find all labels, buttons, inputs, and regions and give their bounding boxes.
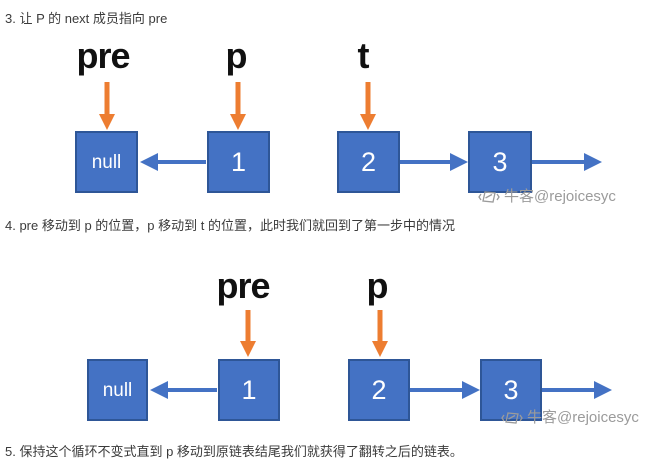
pointer-label-t-1: t bbox=[357, 35, 370, 76]
node-2-2: 2 bbox=[348, 359, 410, 421]
p-pointer-arrow-1 bbox=[230, 82, 246, 130]
next-arrow-node2-to-node3-2 bbox=[410, 381, 480, 399]
step-3-caption: 3. 让 P 的 next 成员指向 pre bbox=[5, 11, 168, 26]
node-null-1: null bbox=[75, 131, 138, 193]
watermark-1: 牛客@rejoicesyc bbox=[478, 189, 616, 205]
pointer-label-pre-2: pre bbox=[216, 265, 270, 306]
t-pointer-arrow-1 bbox=[360, 82, 376, 130]
step-4-caption: 4. pre 移动到 p 的位置，p 移动到 t 的位置，此时我们就回到了第一步… bbox=[5, 218, 455, 233]
next-arrow-node1-to-null bbox=[140, 153, 206, 171]
node-2-1: 2 bbox=[337, 131, 400, 193]
next-arrow-node1-to-null-2 bbox=[150, 381, 217, 399]
pointer-label-pre-1: pre bbox=[76, 35, 130, 76]
p-pointer-arrow-2 bbox=[372, 310, 388, 357]
node-1-1: 1 bbox=[207, 131, 270, 193]
next-arrow-node3-right-2 bbox=[542, 381, 612, 399]
node-3-1: 3 bbox=[468, 131, 532, 193]
next-arrow-node3-right bbox=[532, 153, 602, 171]
node-1-2: 1 bbox=[218, 359, 280, 421]
pointer-label-p-2: p bbox=[366, 265, 389, 306]
pre-pointer-arrow-2 bbox=[240, 310, 256, 357]
node-null-2: null bbox=[87, 359, 148, 421]
pre-pointer-arrow-1 bbox=[99, 82, 115, 130]
watermark-text: 牛客@rejoicesyc bbox=[504, 188, 616, 205]
step-5-caption: 5. 保持这个循环不变式直到 p 移动到原链表结尾我们就获得了翻转之后的链表。 bbox=[5, 444, 463, 459]
niuke-logo-icon bbox=[478, 191, 500, 203]
pointer-label-p-1: p bbox=[225, 35, 248, 76]
watermark-2: 牛客@rejoicesyc bbox=[501, 410, 639, 426]
node-3-2: 3 bbox=[480, 359, 542, 421]
watermark-text: 牛客@rejoicesyc bbox=[527, 409, 639, 426]
next-arrow-node2-to-node3 bbox=[400, 153, 468, 171]
niuke-logo-icon bbox=[501, 412, 523, 424]
